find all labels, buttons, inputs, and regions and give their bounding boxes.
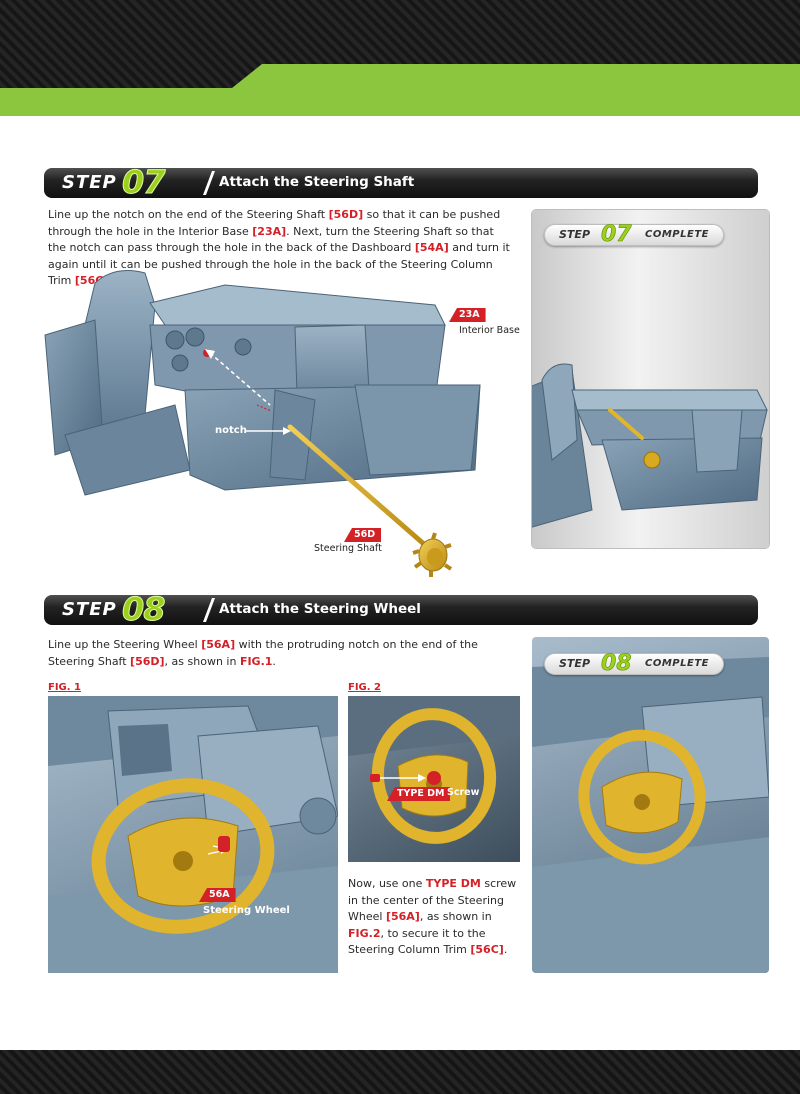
- banner-bg: [44, 168, 758, 198]
- part-reference: [56C]: [470, 943, 504, 956]
- part-reference: [54A]: [414, 241, 449, 254]
- step07-complete-badge: STEP 07 COMPLETE: [544, 222, 724, 248]
- fig2-photo: TYPE DM Screw: [348, 696, 520, 862]
- text-run: .: [272, 654, 276, 668]
- fig2-render: [348, 696, 520, 844]
- fig1-photo: 56A Steering Wheel: [48, 696, 338, 973]
- badge-complete-word: COMPLETE: [645, 658, 709, 669]
- text-run: .: [503, 943, 508, 956]
- screw-label: Screw: [447, 787, 480, 798]
- badge-step-word: STEP: [559, 657, 591, 670]
- text-run: . Next, turn the Steering Shaft so that …: [48, 224, 494, 255]
- step-number: 08: [122, 590, 167, 628]
- text-run: Now, use one: [348, 877, 426, 890]
- banner-shine: [44, 595, 758, 607]
- step07-instructions: Line up the notch on the end of the Stee…: [48, 207, 514, 290]
- banner-bg: [44, 595, 758, 625]
- step-number: 07: [122, 163, 167, 201]
- step08-complete-panel: STEP 08 COMPLETE: [532, 637, 769, 973]
- text-run: and turn it again until it can be pushed…: [48, 241, 510, 287]
- fig1-render: [48, 696, 338, 973]
- part-reference: [56A]: [201, 638, 236, 651]
- steering-shaft-label: Steering Shaft: [314, 543, 382, 554]
- part-tag-56a: 56A: [199, 888, 236, 902]
- step07-complete-panel: STEP 07 COMPLETE: [532, 210, 769, 548]
- fig2-label: FIG. 2: [348, 682, 381, 693]
- part-reference: FIG.1: [239, 654, 273, 668]
- part-reference: [23A]: [252, 224, 287, 238]
- step-title: Attach the Steering Shaft: [219, 174, 415, 190]
- text-run: screw in the center of the Steering Whee…: [348, 877, 517, 923]
- text-run: , to secure it to the Steering Column Tr…: [348, 926, 486, 957]
- text-run: , as shown in: [164, 654, 240, 668]
- step08-complete-render: [532, 657, 769, 973]
- step08-instructions: Line up the Steering Wheel [56A] with th…: [48, 637, 508, 670]
- badge-step-number: 07: [601, 222, 632, 248]
- part-reference: TYPE DM: [425, 877, 481, 890]
- part-reference: FIG.2: [348, 926, 381, 940]
- footer-carbon-band: [0, 1050, 800, 1094]
- fig1-label: FIG. 1: [48, 682, 81, 693]
- part-reference: [56A]: [385, 910, 420, 923]
- step-title: Attach the Steering Wheel: [219, 601, 421, 617]
- step-word: STEP: [62, 172, 117, 193]
- banner-slash: [203, 171, 215, 195]
- step08-banner: STEP 08 Attach the Steering Wheel: [44, 591, 758, 628]
- interior-base-label: Interior Base: [459, 325, 520, 336]
- screw-type-tag: TYPE DM: [387, 787, 451, 801]
- step07-banner: STEP 07 Attach the Steering Shaft: [44, 164, 758, 201]
- text-run: so that it can be pushed through the hol…: [48, 208, 501, 238]
- steering-wheel-label: Steering Wheel: [203, 905, 290, 916]
- text-run: , as shown in: [419, 910, 492, 923]
- text-run: with the protruding notch on the end of …: [48, 638, 478, 668]
- badge-step-number: 08: [601, 651, 632, 677]
- badge-complete-word: COMPLETE: [645, 229, 709, 240]
- banner-slash: [203, 598, 215, 622]
- step07-illustration: [44, 270, 481, 577]
- step08-complete-badge: STEP 08 COMPLETE: [544, 651, 724, 677]
- part-tag-23a: 23A: [449, 308, 486, 322]
- part-reference: [56D]: [130, 654, 165, 668]
- part-reference: [56D]: [328, 208, 364, 221]
- step07-complete-render: [532, 363, 768, 528]
- text-run: Line up the Steering Wheel: [48, 638, 202, 651]
- part-tag-56d: 56D: [344, 528, 382, 542]
- fig2-instructions: Now, use one TYPE DM screw in the center…: [348, 876, 518, 959]
- notch-label: notch: [215, 425, 247, 436]
- text-run: Line up the notch on the end of the Stee…: [48, 208, 329, 221]
- banner-shine: [44, 168, 758, 180]
- header-green-stripe: [0, 64, 800, 120]
- step-word: STEP: [62, 599, 117, 620]
- badge-step-word: STEP: [559, 228, 591, 241]
